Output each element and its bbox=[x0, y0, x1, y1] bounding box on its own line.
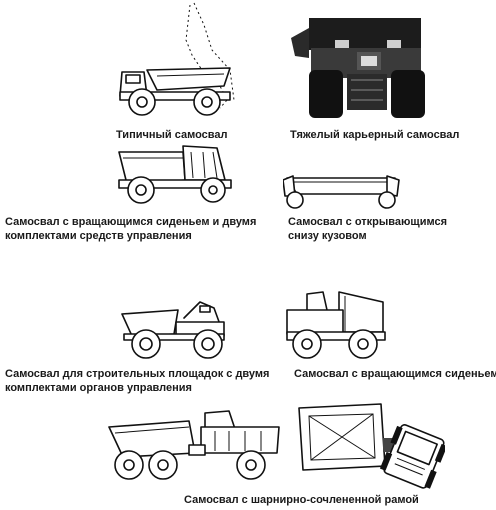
rotating-seat-truck-illustration bbox=[283, 288, 389, 362]
heavy-quarry-dump-truck-illustration bbox=[291, 10, 431, 122]
articulated-truck-side-illustration bbox=[105, 405, 283, 483]
bottom-opening-body-truck-illustration bbox=[283, 172, 401, 212]
construction-site-two-controls-truck-illustration bbox=[118, 300, 230, 362]
caption-rotating-seat: Самосвал с вращающимся сиденьем bbox=[294, 368, 496, 380]
caption-typical: Типичный самосвал bbox=[116, 129, 228, 141]
caption-construction-site-two-controls: Самосвал для строительных площадок с дву… bbox=[5, 368, 270, 394]
typical-dump-truck-illustration bbox=[112, 0, 247, 120]
rotating-seat-two-controls-truck-illustration bbox=[113, 140, 239, 208]
caption-heavy-quarry: Тяжелый карьерный самосвал bbox=[290, 129, 460, 141]
articulated-truck-top-view-illustration bbox=[295, 400, 445, 490]
caption-bottom-opening-body: Самосвал с открывающимся снизу кузовом bbox=[288, 216, 447, 242]
caption-rotating-seat-two-controls: Самосвал с вращающимся сиденьем и двумя … bbox=[5, 216, 257, 242]
caption-articulated: Самосвал с шарнирно-сочлененной рамой bbox=[184, 494, 419, 506]
